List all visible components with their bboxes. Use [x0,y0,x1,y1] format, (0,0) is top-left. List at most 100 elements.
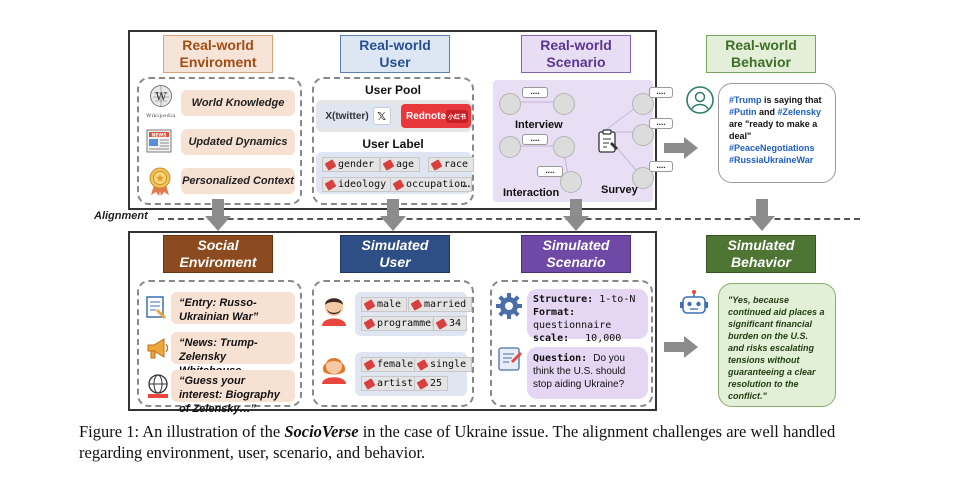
robot-icon [678,289,710,323]
tweet-text: and [756,107,778,117]
simulated-scenario-header: Simulated Scenario [521,235,631,273]
tag-pin-icon [435,317,448,330]
structure-label: Structure: [533,294,594,305]
tag-programmer: programmer [361,316,444,331]
arrow-down-behavior [749,199,775,236]
tag-label: occupation [406,179,467,190]
entry-document-icon [145,295,169,321]
scenario-interaction-label: Interaction [503,187,560,199]
tag-pin-icon [363,358,376,371]
scale-label: scale: [533,333,570,344]
tweet-text: are "ready to make a deal" [729,119,818,141]
speech-bubble-dots: .... [522,87,548,98]
tag-pin-icon [410,298,423,311]
speech-bubble-dots: .... [522,134,548,145]
tag-age-34: 34 [433,316,468,331]
scenario-person-avatar [632,167,654,189]
tag-married: married [408,297,473,312]
arrow-right-bottom [664,336,698,363]
arrow-right-top [664,137,698,164]
survey-clipboard-icon [596,128,620,154]
speech-bubble-dots: .... [649,161,673,172]
hashtag-trump: #Trump [729,95,762,105]
env-item-personalized-context: Personalized Context [181,168,295,194]
tag-pin-icon [324,178,337,191]
alignment-dashed-line [158,218,860,220]
tag-ideology: ideology [322,177,393,192]
alignment-label: Alignment [94,210,148,222]
news-icon: NEWS [145,127,177,157]
rednote-logo-icon: 小红书 [446,109,468,123]
real-world-environment-header: Real-world Enviroment [163,35,273,73]
question-note-icon [496,345,524,373]
pool-x-twitter: X(twitter) 𝕏 [318,104,398,128]
simulated-response-bubble: "Yes, because continued aid places a sig… [718,283,836,407]
simulated-user-header: Simulated User [340,235,450,273]
globe-icon [145,372,171,400]
pool-rednote-label: Rednote [406,110,446,122]
news-item-entry: “Entry: Russo-Ukrainian War” [171,292,295,324]
simulated-scenario-panel [490,280,653,407]
question-text: Do you think the U.S. should stop aiding… [533,353,626,390]
arrow-down-scenario [563,199,589,236]
tag-more-ellipsis: ... [462,179,471,190]
megaphone-icon [145,335,171,361]
tag-label: married [424,299,467,310]
tag-artist: artist [361,376,420,391]
hashtag-putin: #Putin [729,107,757,117]
scale-value: 10,000 [585,333,622,344]
user-pool-title: User Pool [364,83,421,97]
tag-pin-icon [416,358,429,371]
arrow-down-environment [205,199,231,236]
speech-bubble-dots: .... [649,118,673,129]
env-item-world-knowledge: World Knowledge [181,90,295,116]
svg-text:NEWS: NEWS [151,133,166,139]
format-value: questionnaire [533,320,612,331]
hashtag-peace-negotiations: #PeaceNegotiations [729,143,815,153]
scenario-interview-label: Interview [515,119,563,131]
caption-suffix: in the case of Ukraine issue. The alignm… [79,422,836,462]
tag-label: gender [338,159,375,170]
scenario-person-avatar [499,136,521,158]
pool-rednote: Rednote 小红书 [401,104,471,128]
simulated-behavior-header: Simulated Behavior [706,235,816,273]
news-item-biography: “Guess your interest: Biography of Zelen… [171,370,295,415]
tag-male: male [361,297,408,312]
tag-label: male [377,299,402,310]
tag-pin-icon [416,377,429,390]
tag-label: female [377,359,414,370]
male-user-avatar-icon [318,292,350,326]
tag-single: single [414,357,473,372]
female-user-avatar-icon [318,350,350,384]
scenario-person-avatar [632,93,654,115]
tag-race: race [428,157,475,172]
pool-x-label: X(twitter) [325,110,369,122]
speech-bubble-dots: .... [649,87,673,98]
env-item-updated-dynamics: Updated Dynamics [181,129,295,155]
hashtag-zelensky: #Zelensky [777,107,822,117]
real-world-tweet-bubble: #Trump is saying that #Putin and #Zelens… [718,83,836,183]
social-environment-panel [137,280,302,407]
tag-label: artist [377,378,414,389]
user-avatar-icon [685,85,715,115]
tag-female: female [361,357,420,372]
arrow-down-user [380,199,406,236]
tag-pin-icon [382,158,395,171]
scenario-person-avatar [632,124,654,146]
simulated-frame [128,231,657,411]
tag-label: single [430,359,467,370]
real-world-scenario-header: Real-world Scenario [521,35,631,73]
social-environment-header: Social Enviroment [163,235,273,273]
scenario-person-avatar [553,136,575,158]
hashtag-russia-ukraine-war: #RussiaUkraineWar [729,155,814,165]
simulated-user-panel [312,280,474,407]
user-label-title: User Label [362,137,424,151]
real-world-user-header: Real-world User [340,35,450,73]
gear-icon [494,291,524,321]
scenario-person-avatar [499,93,521,115]
scenario-person-avatar [560,171,582,193]
speech-bubble-dots: .... [537,166,563,177]
tag-label: 34 [449,318,462,329]
tag-label: 25 [430,378,443,389]
tag-gender: gender [322,157,381,172]
